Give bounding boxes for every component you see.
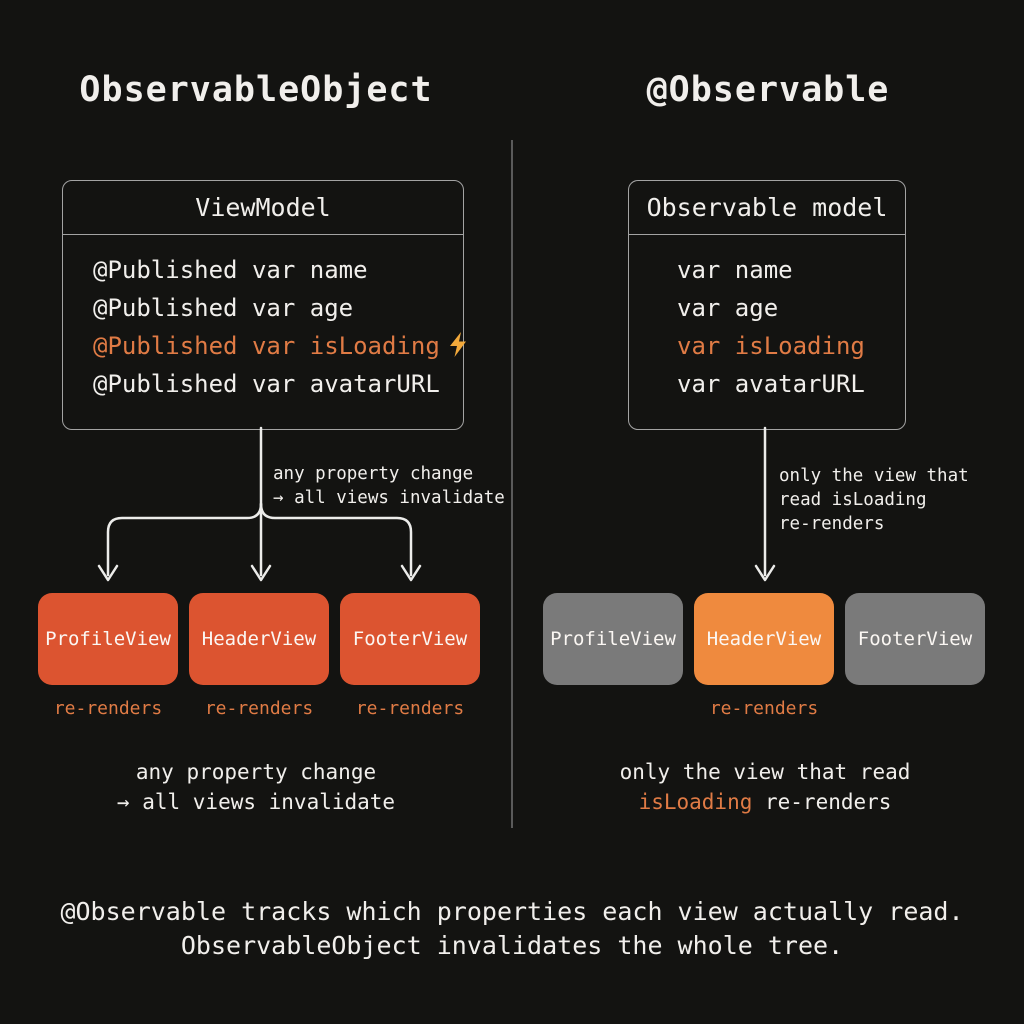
left-summary-line1: any property change [135,760,377,784]
rerenders-caption: re-renders [355,698,465,719]
observable-model-box: Observable model var name var age var is… [628,180,906,430]
headerview-box: HeaderView [189,593,329,685]
view-col: ProfileView re-renders [38,593,178,720]
right-views-row: ProfileView HeaderView re-renders Footer… [543,593,985,720]
property-row: var name [677,256,793,284]
rerenders-caption: re-renders [709,698,819,719]
right-summary: only the view that read isLoading re-ren… [540,757,990,817]
left-summary: any property change → all views invalida… [32,757,480,817]
column-divider [511,140,513,828]
left-summary-line2: → all views invalidate [116,790,396,814]
headerview-box: HeaderView [694,593,834,685]
property-row-isloading: @Published var isLoading [93,327,466,365]
view-col: HeaderView re-renders [694,593,834,720]
viewmodel-box-body: @Published var name @Published var age @… [63,235,466,403]
lightning-icon [449,332,466,357]
view-col: HeaderView re-renders [189,593,329,720]
footer-line2: ObservableObject invalidates the whole t… [180,931,844,960]
rerenders-caption: re-renders [53,698,163,719]
right-single-arrow [754,426,776,582]
isloading-highlight: isLoading [638,790,753,814]
property-row: var age [677,294,779,322]
left-arrow-label: any property change → all views invalida… [273,464,505,508]
right-arrow-label: only the view that read isLoading re-ren… [779,466,969,534]
right-summary-line2: isLoading re-renders [638,790,892,814]
observable-model-box-header: Observable model [629,181,905,235]
observable-model-box-body: var name var age var isLoading var avata… [629,235,905,403]
view-col: FooterView re-renders [340,593,480,720]
property-row-isloading: var isLoading [677,332,865,360]
left-title: ObservableObject [79,70,433,110]
viewmodel-box-header: ViewModel [63,181,463,235]
rerenders-caption: re-renders [204,698,314,719]
left-views-row: ProfileView re-renders HeaderView re-ren… [38,593,480,720]
view-col: FooterView [845,593,985,720]
right-title: @Observable [646,70,890,110]
view-col: ProfileView [543,593,683,720]
footerview-box: FooterView [845,593,985,685]
footer-line1: @Observable tracks which properties each… [60,897,964,926]
profileview-box: ProfileView [38,593,178,685]
property-row: @Published var age [93,294,354,322]
property-row: var avatarURL [677,370,865,398]
profileview-box: ProfileView [543,593,683,685]
property-row: @Published var avatarURL [93,370,440,398]
right-summary-line1: only the view that read [619,760,911,784]
viewmodel-box: ViewModel @Published var name @Published… [62,180,466,430]
property-row: @Published var name [93,256,368,284]
footerview-box: FooterView [340,593,480,685]
footer-caption: @Observable tracks which properties each… [0,895,1024,963]
